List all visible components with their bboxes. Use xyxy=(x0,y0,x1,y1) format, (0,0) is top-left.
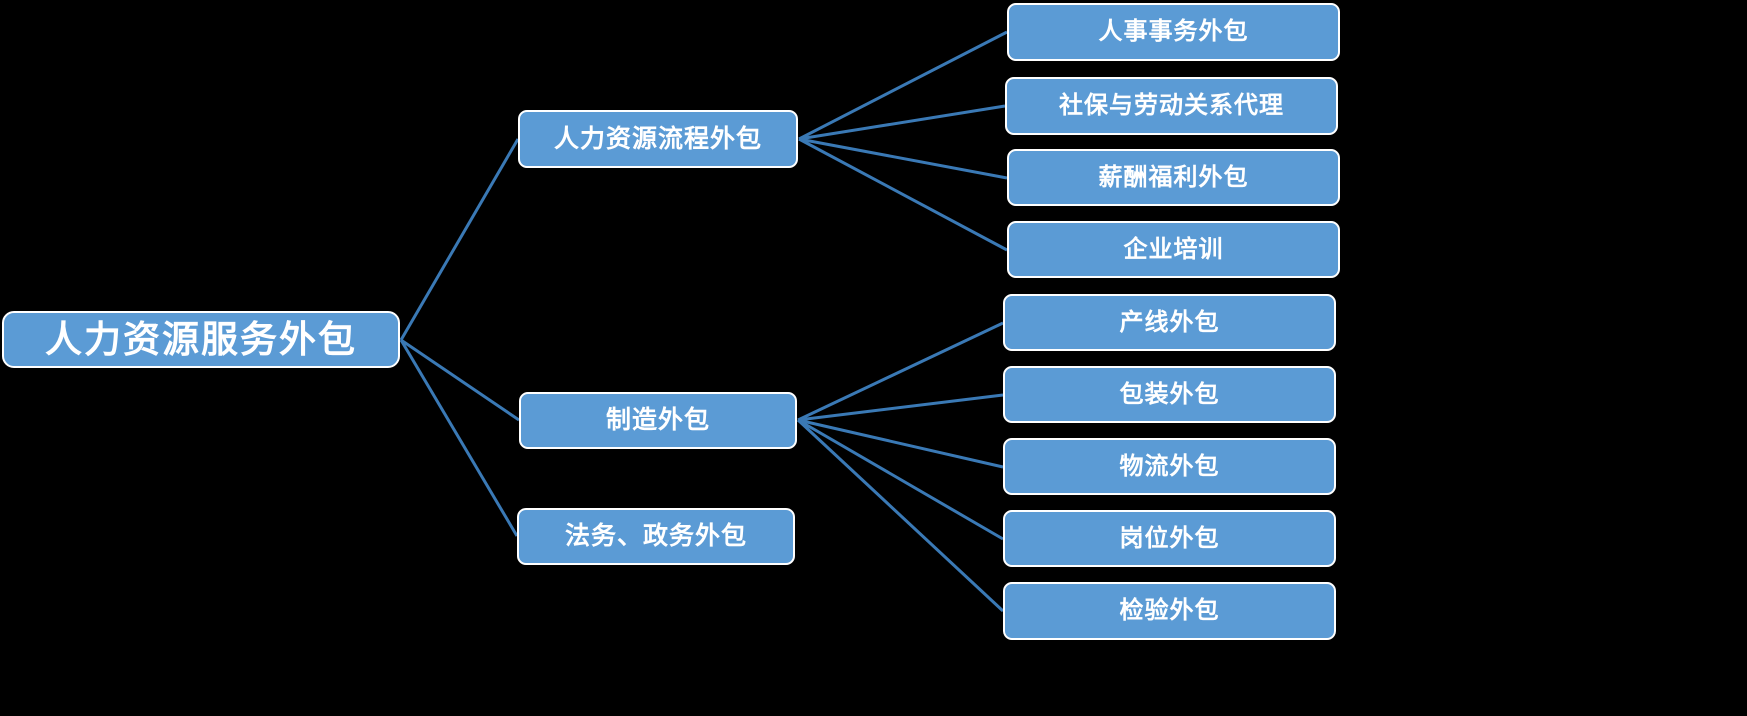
connector-manufacturing-to-leaf-8 xyxy=(797,418,1004,541)
connector-root-to-manufacturing xyxy=(400,338,520,422)
node-root-label: 人力资源服务外包 xyxy=(45,319,357,360)
node-leaf-production-line-label: 产线外包 xyxy=(1119,308,1220,336)
node-leaf-packaging[interactable]: 包装外包 xyxy=(1003,366,1336,423)
node-leaf-compensation-benefits[interactable]: 薪酬福利外包 xyxy=(1007,149,1340,206)
connector-manufacturing-to-leaf-5 xyxy=(797,321,1004,422)
node-hr-process-label: 人力资源流程外包 xyxy=(553,124,762,153)
node-leaf-inspection[interactable]: 检验外包 xyxy=(1003,582,1336,640)
connector-hr-process-to-leaf-1 xyxy=(798,30,1008,141)
node-leaf-corporate-training[interactable]: 企业培训 xyxy=(1007,221,1340,278)
connector-hr-process-to-leaf-3 xyxy=(798,137,1008,180)
node-legal-government[interactable]: 法务、政务外包 xyxy=(517,508,795,565)
connector-manufacturing-to-leaf-6 xyxy=(797,393,1004,422)
connector-root-to-hr-process xyxy=(399,138,520,341)
node-manufacturing[interactable]: 制造外包 xyxy=(519,392,797,449)
node-leaf-compensation-benefits-label: 薪酬福利外包 xyxy=(1098,163,1249,191)
node-leaf-personnel-affairs-label: 人事事务外包 xyxy=(1098,18,1249,45)
node-root[interactable]: 人力资源服务外包 xyxy=(2,311,400,368)
node-legal-government-label: 法务、政务外包 xyxy=(564,522,747,550)
node-leaf-position-label: 岗位外包 xyxy=(1119,524,1220,552)
node-leaf-logistics-label: 物流外包 xyxy=(1119,452,1220,480)
node-manufacturing-label: 制造外包 xyxy=(605,406,710,434)
node-leaf-social-insurance-labor-relations[interactable]: 社保与劳动关系代理 xyxy=(1005,77,1338,135)
connector-manufacturing-to-leaf-9 xyxy=(796,418,1005,613)
node-leaf-social-insurance-labor-relations-label: 社保与劳动关系代理 xyxy=(1059,92,1284,119)
connector-root-to-legal-government xyxy=(399,339,519,537)
node-hr-process[interactable]: 人力资源流程外包 xyxy=(518,110,798,168)
node-leaf-production-line[interactable]: 产线外包 xyxy=(1003,294,1336,351)
connector-hr-process-to-leaf-2 xyxy=(798,104,1006,141)
node-leaf-corporate-training-label: 企业培训 xyxy=(1123,235,1224,263)
node-leaf-inspection-label: 检验外包 xyxy=(1119,597,1220,624)
connector-hr-process-to-leaf-4 xyxy=(798,137,1008,252)
connector-manufacturing-to-leaf-7 xyxy=(797,418,1004,469)
node-leaf-position[interactable]: 岗位外包 xyxy=(1003,510,1336,567)
node-leaf-packaging-label: 包装外包 xyxy=(1119,380,1220,408)
node-leaf-logistics[interactable]: 物流外包 xyxy=(1003,438,1336,495)
node-leaf-personnel-affairs[interactable]: 人事事务外包 xyxy=(1007,3,1340,61)
